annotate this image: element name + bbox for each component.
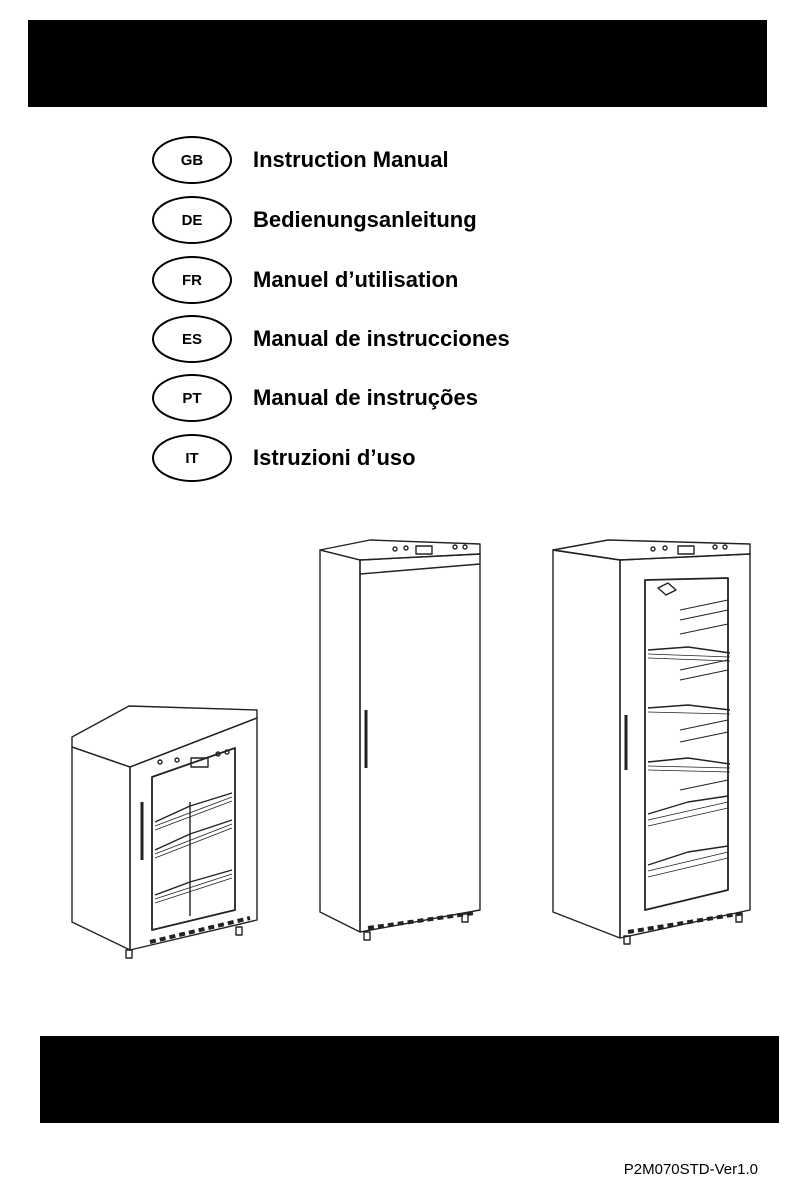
refrigerators-illustration <box>71 539 751 959</box>
top-banner <box>28 20 767 107</box>
language-badge: DE <box>152 196 232 244</box>
language-badge: IT <box>152 434 232 482</box>
document-version-code: P2M070STD-Ver1.0 <box>623 1161 758 1178</box>
language-row-de: DE Bedienungsanleitung <box>152 195 477 245</box>
language-title: Manual de instruções <box>253 385 478 410</box>
tall-glass-door-fridge-drawing <box>552 539 751 945</box>
language-title: Bedienungsanleitung <box>253 207 477 232</box>
language-row-es: ES Manual de instrucciones <box>152 314 510 364</box>
undercounter-fridge-drawing <box>71 705 258 959</box>
bottom-banner <box>40 1036 779 1123</box>
language-title: Instruction Manual <box>253 147 449 172</box>
language-badge: PT <box>152 374 232 422</box>
language-badge: GB <box>152 136 232 184</box>
language-row-gb: GB Instruction Manual <box>152 135 449 185</box>
language-row-pt: PT Manual de instruções <box>152 373 478 423</box>
language-title: Istruzioni d’uso <box>253 445 416 470</box>
language-title: Manuel d’utilisation <box>253 267 459 292</box>
language-title: Manual de instrucciones <box>253 326 510 351</box>
language-badge: FR <box>152 256 232 304</box>
language-badge: ES <box>152 315 232 363</box>
language-row-it: IT Istruzioni d’uso <box>152 433 416 483</box>
tall-solid-door-fridge-drawing <box>319 539 481 941</box>
language-row-fr: FR Manuel d’utilisation <box>152 255 458 305</box>
